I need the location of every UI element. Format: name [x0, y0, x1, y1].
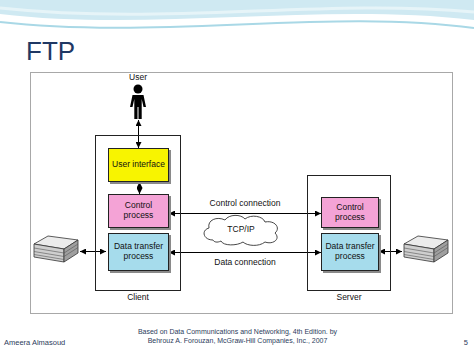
node-label: Data transfer process — [112, 242, 165, 262]
node-label: User — [122, 73, 154, 83]
header-curve — [0, 21, 474, 28]
server-box: ServerControl processData transfer proce… — [307, 175, 391, 291]
diagram-frame — [31, 73, 453, 314]
node-label: Control process — [112, 201, 165, 221]
node-label: Client — [96, 293, 180, 303]
connection-arrow — [138, 120, 139, 148]
process-box: Control process — [321, 197, 379, 228]
node-label: User interface — [112, 160, 165, 170]
disk-symbol — [34, 236, 78, 262]
connection-label: Data connection — [212, 258, 277, 267]
person-body — [130, 95, 146, 119]
node-label: Server — [308, 293, 390, 303]
footer-text: 5 — [430, 338, 468, 348]
header-curve — [0, 8, 474, 14]
connection-arrow — [169, 213, 321, 214]
node-label: Data transfer process — [325, 242, 375, 262]
cloud-outline — [204, 215, 277, 245]
user-actor: User — [122, 73, 154, 120]
client-box: ClientUser interfaceControl processData … — [95, 135, 181, 291]
network-cloud: TCP/IP — [199, 214, 283, 246]
footer-text: Ameera Almasoud — [4, 338, 114, 348]
person-head — [134, 85, 143, 94]
process-box: Data transfer process — [108, 233, 169, 271]
connection-label: Control connection — [208, 199, 283, 208]
interface-box: User interface — [108, 148, 169, 182]
disk-symbol — [404, 236, 448, 262]
connection-arrow — [169, 252, 321, 253]
node-label: Control process — [325, 203, 375, 223]
process-box: Data transfer process — [321, 233, 379, 271]
connection-arrow — [139, 182, 140, 194]
disk-arrow — [80, 251, 106, 252]
process-box: Control process — [108, 194, 169, 228]
node-label: TCP/IP — [227, 225, 254, 235]
person-figure — [122, 84, 154, 120]
header-swoosh — [0, 0, 474, 20]
footer-text: Based on Data Communications and Network… — [130, 327, 345, 345]
slide-title: FTP — [26, 37, 75, 66]
